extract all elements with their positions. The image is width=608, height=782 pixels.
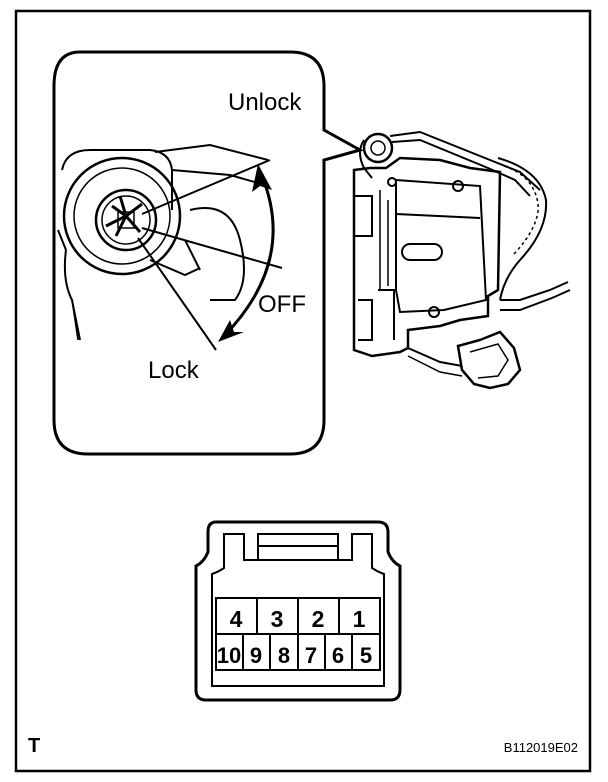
lock-position-line bbox=[137, 237, 217, 351]
pin-4: 4 bbox=[230, 606, 243, 632]
unlock-position-line bbox=[141, 159, 271, 215]
rotation-arc bbox=[224, 175, 275, 336]
pin-7: 7 bbox=[305, 643, 317, 668]
pin-8: 8 bbox=[278, 643, 290, 668]
outer-frame bbox=[14, 9, 592, 773]
corner-mark: T bbox=[28, 735, 40, 757]
unlock-label: Unlock bbox=[228, 89, 302, 116]
off-position-line bbox=[141, 227, 283, 269]
connector-diagram bbox=[194, 520, 402, 702]
arrowhead-down-icon bbox=[218, 320, 244, 342]
connector-housing bbox=[194, 520, 402, 702]
pin-6: 6 bbox=[332, 643, 344, 668]
detail-callout-panel bbox=[52, 50, 364, 456]
pin-5: 5 bbox=[360, 643, 372, 668]
pin-9: 9 bbox=[250, 643, 262, 668]
connector-inner-housing bbox=[211, 533, 385, 687]
door-lock-assembly bbox=[352, 130, 571, 390]
figure-code: B112019E02 bbox=[504, 740, 578, 755]
key-cylinder-closeup bbox=[57, 143, 269, 341]
pin-2: 2 bbox=[312, 606, 325, 632]
pin-3: 3 bbox=[271, 606, 284, 632]
pin-10: 10 bbox=[217, 643, 241, 668]
lock-label: Lock bbox=[148, 357, 200, 384]
pin-1: 1 bbox=[353, 606, 366, 632]
off-label: OFF bbox=[258, 291, 306, 318]
rotation-indicator bbox=[137, 159, 283, 351]
arrowhead-up-icon bbox=[252, 164, 272, 192]
